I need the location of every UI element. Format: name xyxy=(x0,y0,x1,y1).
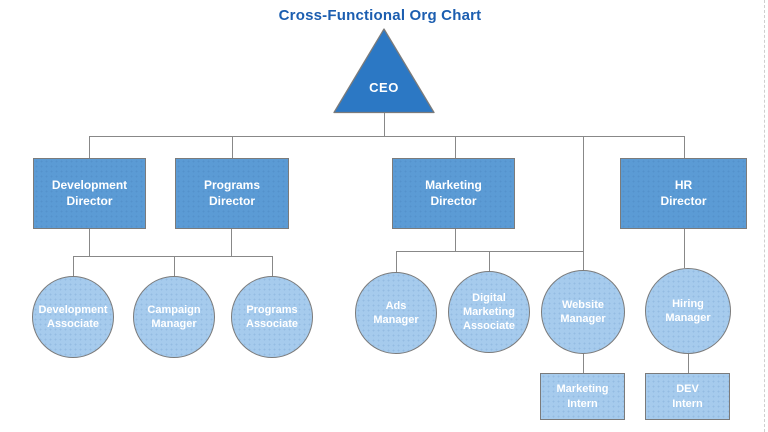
connector-top-bar xyxy=(89,136,685,137)
node-programs-director[interactable]: Programs Director xyxy=(175,158,289,229)
node-development-associate[interactable]: Development Associate xyxy=(32,276,114,358)
connector-mktdir-stem xyxy=(455,229,456,251)
campaign-manager-label: Campaign Manager xyxy=(147,303,201,330)
node-ads-manager[interactable]: Ads Manager xyxy=(355,272,437,354)
connector-ceo-stem xyxy=(384,113,385,136)
hiring-manager-label: Hiring Manager xyxy=(665,297,711,324)
node-marketing-intern[interactable]: Marketing Intern xyxy=(540,373,625,420)
connector-website-intern-stem xyxy=(583,353,584,373)
connector-left-bar xyxy=(73,256,272,257)
connector-drop-ads-manager xyxy=(396,251,397,272)
connector-progdir-stem xyxy=(231,229,232,256)
connector-drop-marketing xyxy=(455,136,456,158)
node-development-director[interactable]: Development Director xyxy=(33,158,146,229)
connector-drop-digital-marketing xyxy=(489,251,490,271)
programs-director-label: Programs Director xyxy=(203,178,261,208)
ceo-triangle-shape xyxy=(333,28,435,114)
connector-drop-website-manager xyxy=(583,136,584,270)
node-hiring-manager[interactable]: Hiring Manager xyxy=(645,268,731,354)
node-website-manager[interactable]: Website Manager xyxy=(541,270,625,354)
digital-marketing-associate-label: Digital Marketing Associate xyxy=(463,291,515,333)
connector-devdir-stem xyxy=(89,229,90,256)
connector-drop-hr xyxy=(684,136,685,158)
connector-hrdir-stem xyxy=(684,229,685,268)
marketing-director-label: Marketing Director xyxy=(425,178,482,208)
development-associate-label: Development Associate xyxy=(38,303,108,330)
connector-drop-dev-associate xyxy=(73,256,74,276)
marketing-intern-label: Marketing Intern xyxy=(556,383,609,410)
programs-associate-label: Programs Associate xyxy=(246,303,298,330)
connector-drop-programs xyxy=(232,136,233,158)
connector-drop-campaign-manager xyxy=(174,256,175,276)
website-manager-label: Website Manager xyxy=(560,298,606,325)
dev-intern-label: DEV Intern xyxy=(672,383,703,410)
page-boundary-dashed-line xyxy=(764,0,765,432)
node-marketing-director[interactable]: Marketing Director xyxy=(392,158,515,229)
node-dev-intern[interactable]: DEV Intern xyxy=(645,373,730,420)
ceo-label: CEO xyxy=(369,80,399,95)
node-hr-director[interactable]: HR Director xyxy=(620,158,747,229)
ads-manager-label: Ads Manager xyxy=(373,299,419,326)
connector-drop-development xyxy=(89,136,90,158)
connector-drop-programs-associate xyxy=(272,256,273,276)
development-director-label: Development Director xyxy=(51,178,128,208)
node-digital-marketing-associate[interactable]: Digital Marketing Associate xyxy=(448,271,530,353)
connector-hiring-intern-stem xyxy=(688,353,689,373)
node-ceo[interactable] xyxy=(333,27,435,114)
chart-title: Cross-Functional Org Chart xyxy=(278,7,482,24)
node-programs-associate[interactable]: Programs Associate xyxy=(231,276,313,358)
node-campaign-manager[interactable]: Campaign Manager xyxy=(133,276,215,358)
hr-director-label: HR Director xyxy=(660,178,707,208)
